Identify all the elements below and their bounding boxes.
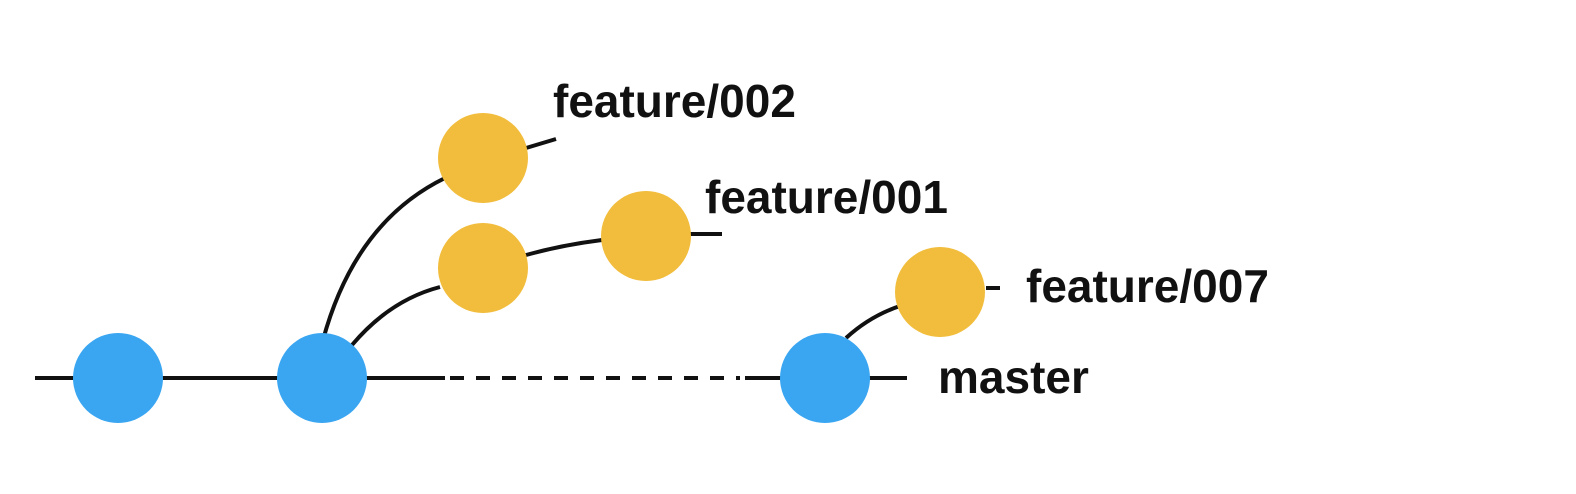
feature-002-tail xyxy=(525,137,557,150)
master-commit-2 xyxy=(277,333,367,423)
feature-001-commit-2 xyxy=(601,191,691,281)
feature-007-branch-curve xyxy=(844,304,901,340)
master-commit-1 xyxy=(73,333,163,423)
feature-001-commit-1 xyxy=(438,223,528,313)
feature-002-branch-curve xyxy=(321,176,446,341)
feature-002-commit xyxy=(438,113,528,203)
feature-007-commit xyxy=(895,247,985,337)
master-commit-3 xyxy=(780,333,870,423)
branch-label-feature-007: feature/007 xyxy=(1026,260,1269,312)
branch-label-feature-002: feature/002 xyxy=(553,75,796,127)
branch-label-master: master xyxy=(938,351,1089,403)
feature-001-connector xyxy=(525,238,603,257)
feature-001-branch-curve xyxy=(350,285,441,347)
branch-label-feature-001: feature/001 xyxy=(705,171,948,223)
